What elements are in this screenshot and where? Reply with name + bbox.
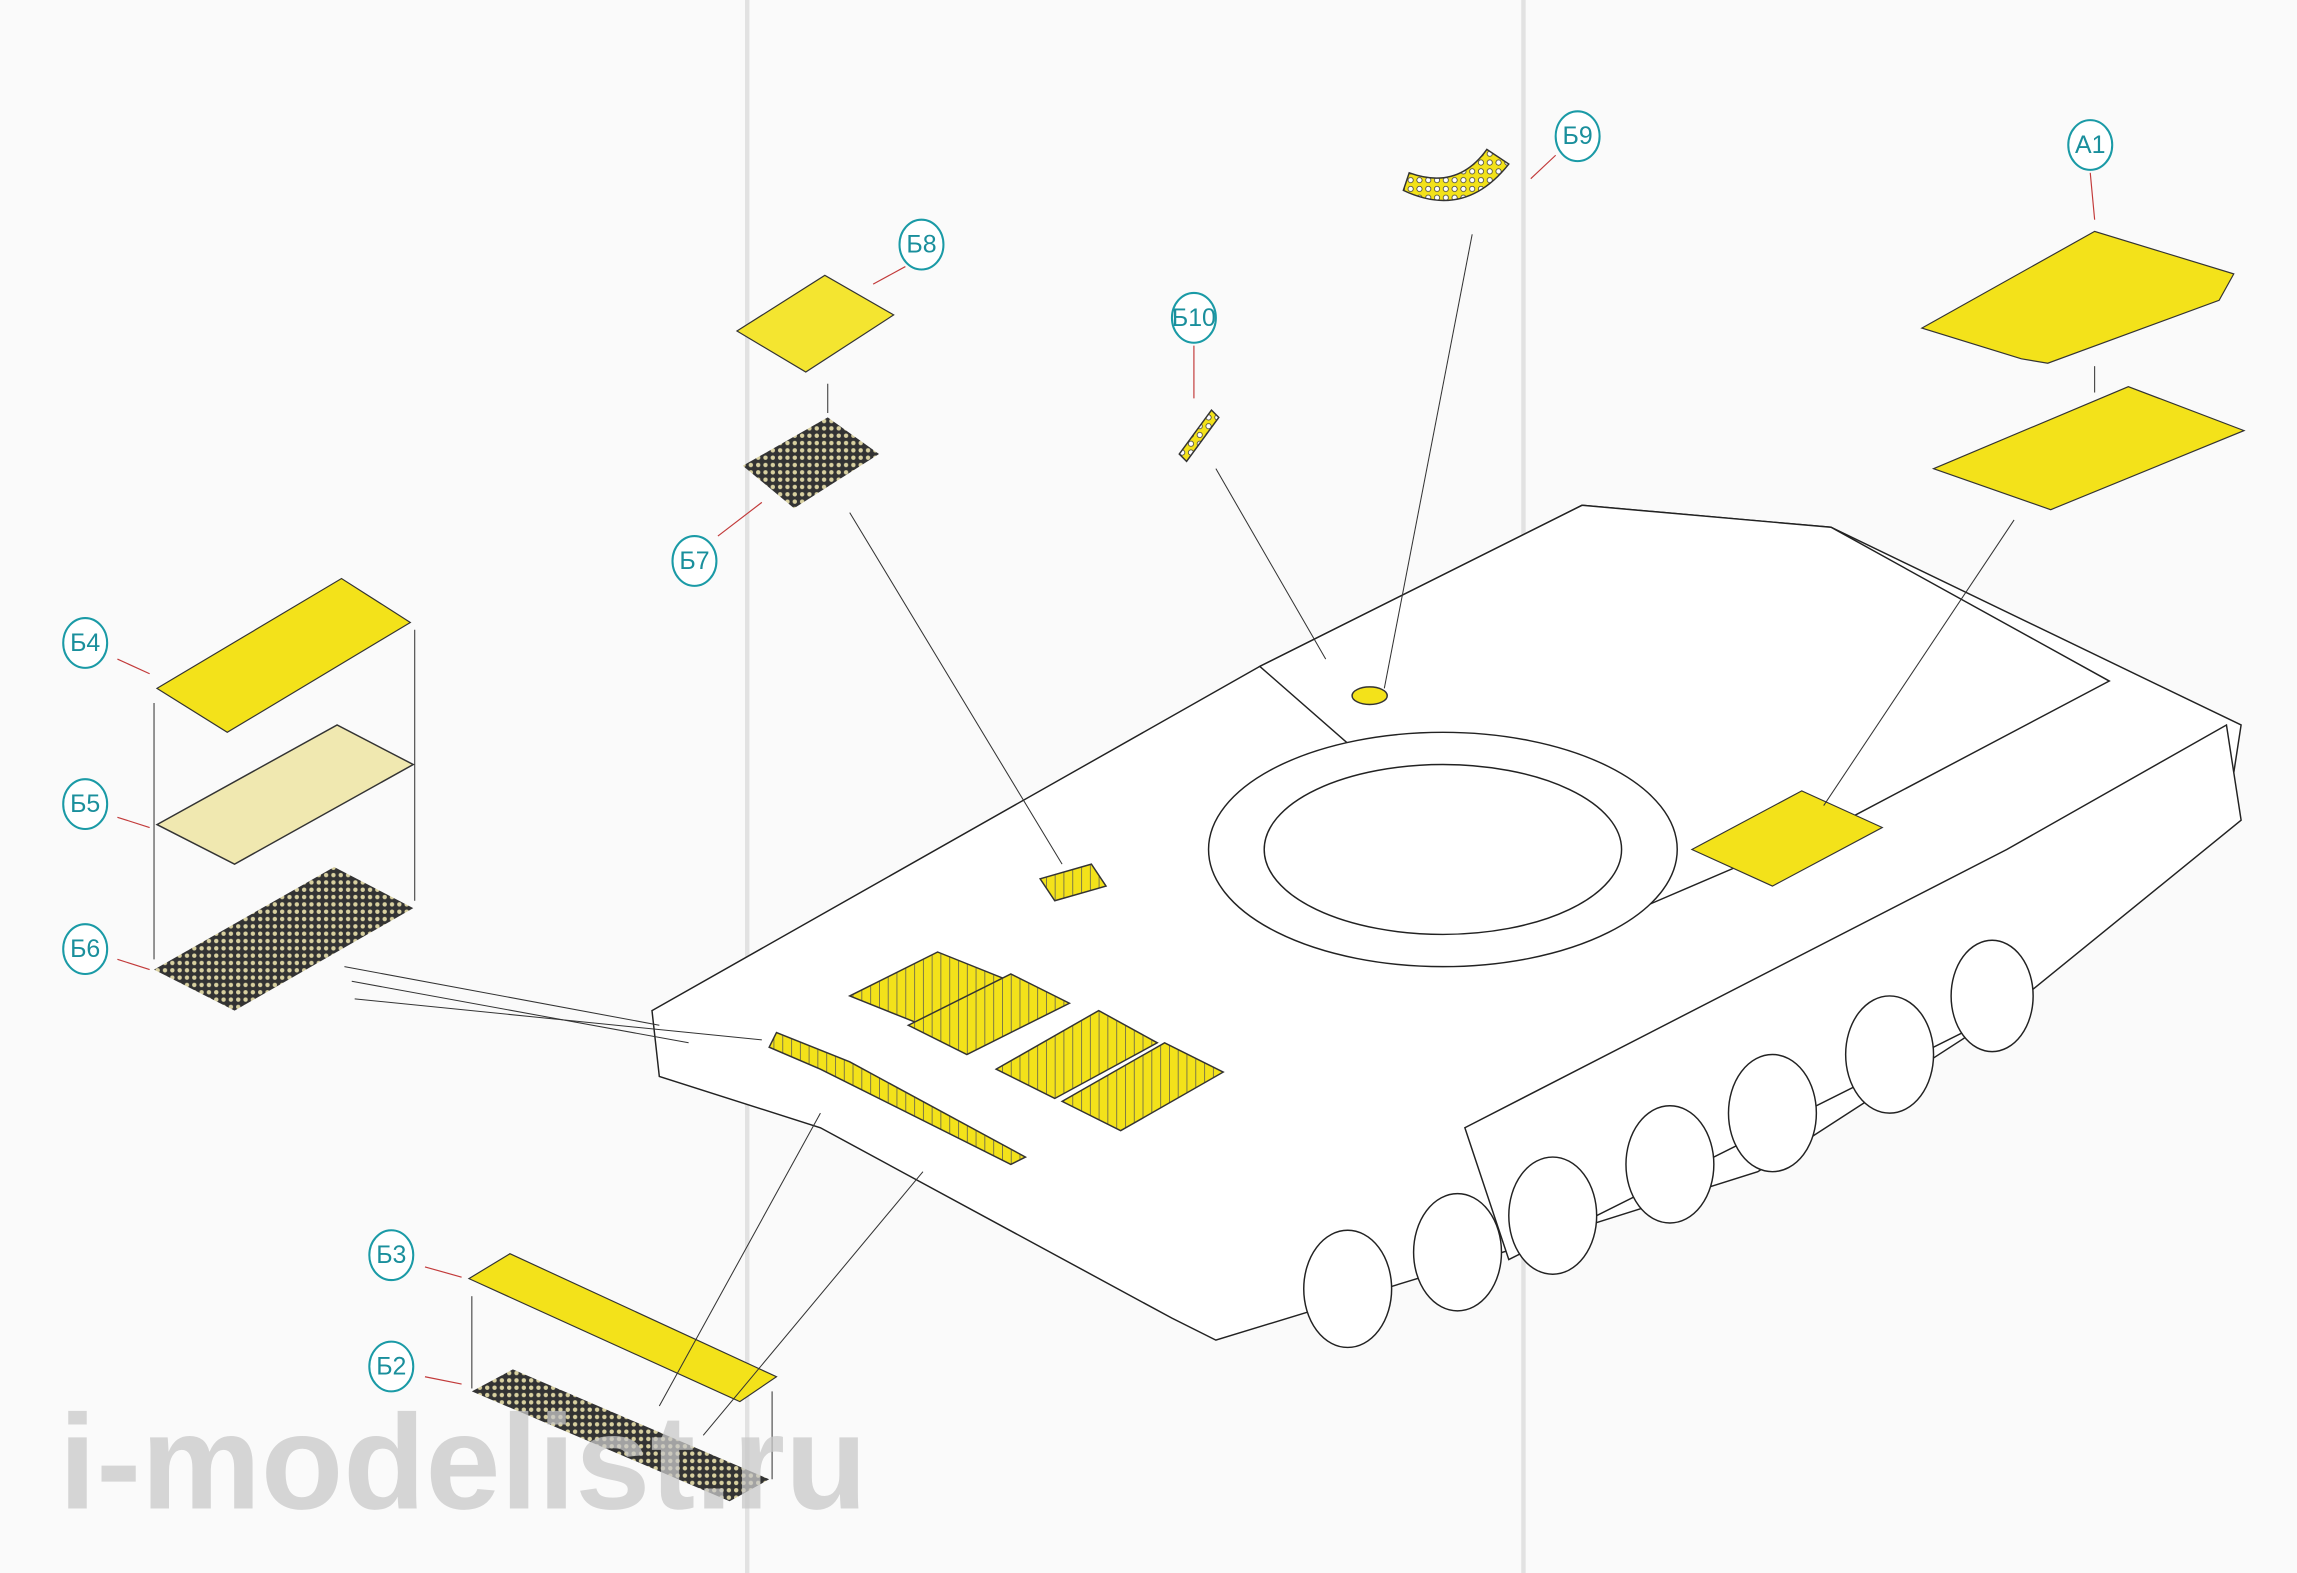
part-callout-a1: А1 (2067, 119, 2114, 220)
callout-circle (62, 617, 109, 669)
part-B6-mesh (154, 867, 414, 1011)
callout-label: Б10 (1172, 304, 1216, 332)
callout-circle (62, 778, 109, 830)
callout-circle (1170, 291, 1217, 344)
callout-arrow (117, 658, 150, 675)
callout-label: Б2 (376, 1352, 406, 1380)
watermark: i-modelist.ru (59, 1387, 867, 1538)
callout-circle (368, 1229, 415, 1282)
part-B7-mesh (742, 417, 880, 509)
callout-label: Б3 (376, 1241, 406, 1269)
callout-label: А1 (2075, 131, 2105, 159)
part-callout-b8: Б8 (872, 218, 945, 285)
callout-circle (671, 535, 718, 587)
callout-circle (898, 218, 945, 271)
part-callout-b3: Б3 (368, 1229, 462, 1282)
part-callout-b9: Б9 (1530, 110, 1601, 180)
leader-lines (153, 234, 2096, 1480)
part-callout-b5: Б5 (62, 778, 150, 830)
tank-hull (651, 504, 2242, 1349)
callout-label: Б8 (906, 231, 936, 259)
part-callout-b7: Б7 (671, 501, 763, 587)
part-callout-b2: Б2 (368, 1340, 462, 1393)
part-B8-frame (735, 274, 895, 373)
part-callout-b6: Б6 (62, 923, 150, 975)
callout-arrow (117, 816, 150, 829)
callout-circle (62, 923, 109, 975)
part-B5-frame (155, 724, 415, 865)
part-callout-b4: Б4 (62, 617, 150, 675)
part-A1-box (1920, 230, 2246, 511)
callout-arrow (717, 501, 763, 537)
callout-arrow (872, 266, 906, 285)
callout-label: Б4 (70, 629, 100, 657)
part-B10-mesh (1178, 408, 1220, 463)
callout-arrow (424, 1266, 462, 1278)
part-B9-strip (1402, 148, 1510, 202)
part-B2-mesh (471, 1369, 770, 1502)
callout-circle (2067, 119, 2114, 171)
callout-label: Б5 (70, 790, 100, 818)
callout-label: Б6 (70, 935, 100, 963)
callout-label: Б7 (679, 547, 709, 575)
callout-arrow (117, 958, 150, 971)
callout-circle (368, 1340, 415, 1393)
callout-arrow (2089, 172, 2096, 220)
callout-arrow (1530, 154, 1557, 180)
callout-arrow (424, 1376, 462, 1385)
callout-label: Б9 (1563, 122, 1593, 150)
part-callout-b10: Б10 (1170, 291, 1217, 399)
part-B3-frame (467, 1253, 778, 1403)
callout-circle (1554, 110, 1601, 163)
part-B4-frame (155, 577, 412, 733)
